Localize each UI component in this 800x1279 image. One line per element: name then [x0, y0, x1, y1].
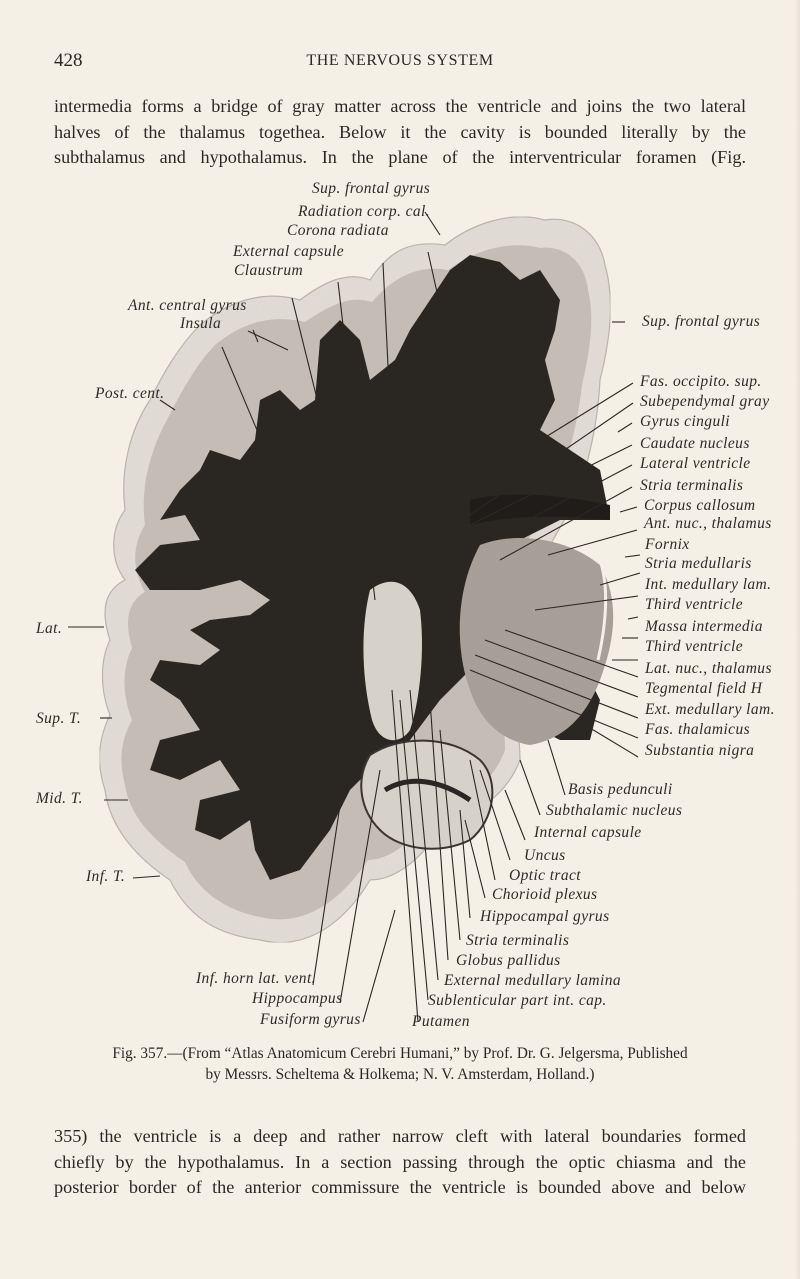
label-lat-nuc-thalamus: Lat. nuc., thalamus — [645, 660, 772, 677]
text-line: intermedia forms a bridge of gray matter… — [54, 96, 746, 116]
label-fusiform-gyrus: Fusiform gyrus — [260, 1011, 361, 1028]
label-stria-terminalis-right: Stria terminalis — [640, 477, 744, 494]
label-stria-terminalis-bottom: Stria terminalis — [466, 932, 570, 949]
label-ant-central-gyrus: Ant. central gyrus — [128, 297, 247, 314]
label-hippocampus: Hippocampus — [252, 990, 343, 1007]
label-corpus-callosum: Corpus callosum — [644, 497, 756, 514]
page-edge — [794, 0, 800, 1279]
label-fas-occipito-sup: Fas. occipito. sup. — [640, 373, 762, 390]
label-sup-frontal-gyrus-right: Sup. frontal gyrus — [642, 313, 761, 330]
label-gyrus-cinguli: Gyrus cinguli — [640, 413, 731, 430]
label-fas-thalamicus: Fas. thalamicus — [645, 721, 751, 738]
label-tegmental-field-h: Tegmental field H — [645, 680, 763, 697]
figure-caption: Fig. 357.—(From “Atlas Anatomicum Cerebr… — [54, 1044, 746, 1085]
label-claustrum: Claustrum — [234, 262, 304, 279]
label-lat: Lat. — [36, 620, 63, 637]
label-fornix: Fornix — [645, 536, 690, 553]
text-line: 355) the ventricle is a deep and rather … — [54, 1126, 746, 1146]
label-hippocampal-gyrus: Hippocampal gyrus — [480, 908, 610, 925]
label-massa-intermedia: Massa intermedia — [645, 618, 763, 635]
label-sup-t: Sup. T. — [36, 710, 82, 727]
paragraph-top: intermedia forms a bridge of gray matter… — [54, 94, 746, 171]
label-basis-pedunculi: Basis pedunculi — [568, 781, 673, 798]
label-caudate-nucleus: Caudate nucleus — [640, 435, 750, 452]
caption-line: Fig. 357.—(From “Atlas Anatomicum Cerebr… — [112, 1045, 688, 1062]
label-stria-medullaris: Stria medullaris — [645, 555, 752, 572]
text-line: subthalamus and hypothalamus. In the pla… — [54, 147, 746, 168]
label-int-medullary-lam: Int. medullary lam. — [645, 576, 772, 593]
label-external-medullary-lamina: External medullary lamina — [444, 972, 622, 989]
text-line: halves of the thalamus togethea. Below i… — [54, 121, 746, 142]
page-number: 428 — [54, 50, 83, 71]
label-internal-capsule: Internal capsule — [534, 824, 642, 841]
label-corona-radiata: Corona radiata — [287, 222, 389, 239]
label-globus-pallidus: Globus pallidus — [456, 952, 561, 969]
running-title: THE NERVOUS SYSTEM — [306, 52, 494, 69]
label-radiation-corp-cal: Radiation corp. cal. — [298, 203, 430, 220]
label-inf-t: Inf. T. — [86, 868, 126, 885]
paragraph-bottom: 355) the ventricle is a deep and rather … — [54, 1124, 746, 1201]
label-third-ventricle-2: Third ventricle — [645, 638, 743, 655]
label-mid-t: Mid. T. — [36, 790, 83, 807]
caption-line: by Messrs. Scheltema & Holkema; N. V. Am… — [205, 1065, 595, 1083]
label-third-ventricle-1: Third ventricle — [645, 596, 743, 613]
label-putamen: Putamen — [412, 1013, 470, 1030]
text-line: posterior border of the anterior commiss… — [54, 1177, 746, 1198]
label-subthalamic-nucleus: Subthalamic nucleus — [546, 802, 683, 819]
page-header: 428 THE NERVOUS SYSTEM — [54, 50, 746, 74]
label-sublenticular-part-int-cap: Sublenticular part int. cap. — [428, 992, 607, 1009]
label-optic-tract: Optic tract — [509, 867, 581, 884]
label-sup-frontal-gyrus-top: Sup. frontal gyrus — [312, 180, 431, 197]
label-inf-horn-lat-vent: Inf. horn lat. vent. — [196, 970, 316, 987]
label-uncus: Uncus — [524, 847, 566, 864]
label-insula: Insula — [180, 315, 222, 332]
label-post-cent: Post. cent. — [95, 385, 165, 402]
brain-section-figure: Sup. frontal gyrus Radiation corp. cal. … — [0, 170, 800, 1035]
brain-section-illustration — [68, 211, 641, 1023]
label-external-capsule: External capsule — [233, 243, 344, 260]
label-subependymal-gray: Subependymal gray — [640, 393, 770, 410]
text-line: chiefly by the hypothalamus. In a sectio… — [54, 1151, 746, 1172]
label-chorioid-plexus: Chorioid plexus — [492, 886, 598, 903]
label-substantia-nigra: Substantia nigra — [645, 742, 755, 759]
label-ant-nuc-thalamus: Ant. nuc., thalamus — [644, 515, 772, 532]
label-ext-medullary-lam: Ext. medullary lam. — [645, 701, 775, 718]
label-lateral-ventricle: Lateral ventricle — [640, 455, 751, 472]
